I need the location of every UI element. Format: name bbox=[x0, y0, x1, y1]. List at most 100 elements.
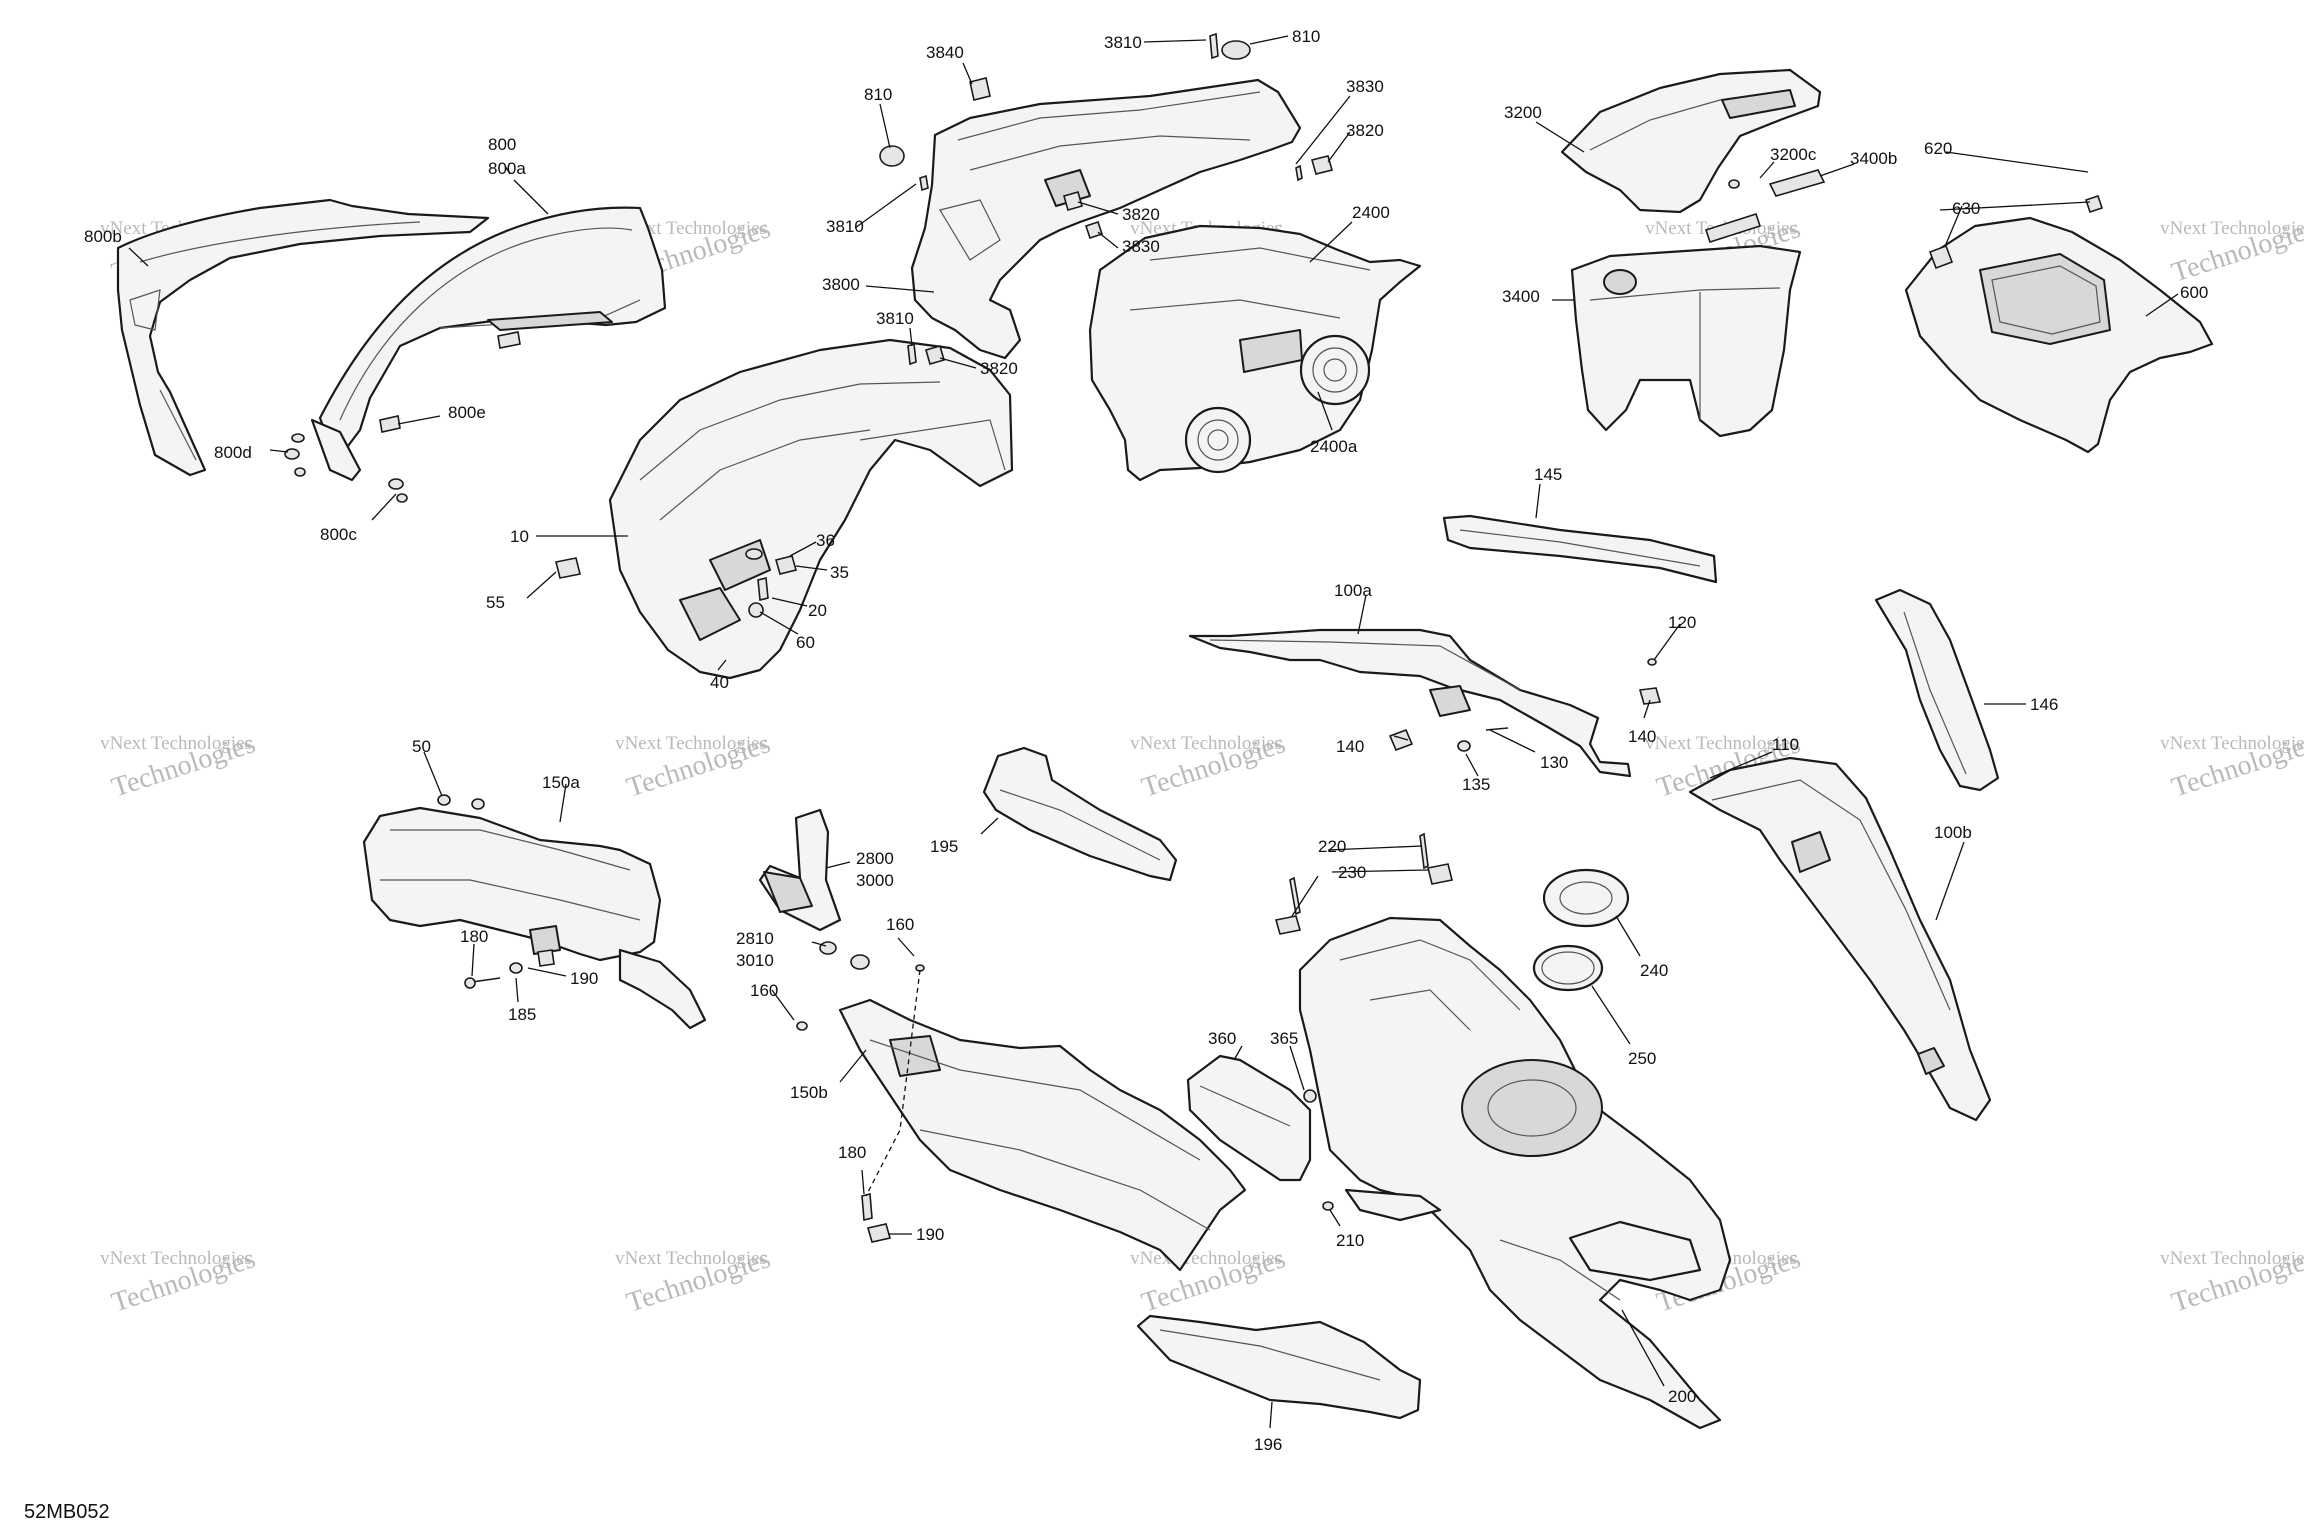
part-145-trim-strip bbox=[1442, 514, 1718, 584]
callout-55: 55 bbox=[486, 593, 505, 612]
callout-3200: 3200 bbox=[1504, 103, 1542, 122]
callout-140a: 140 bbox=[1336, 737, 1364, 756]
callout-100b: 100b bbox=[1934, 823, 1972, 842]
callout-180a: 180 bbox=[460, 927, 488, 946]
callout-40: 40 bbox=[710, 673, 729, 692]
part-196-lower-trim bbox=[1136, 1314, 1422, 1420]
callout-2800: 2800 bbox=[856, 849, 894, 868]
callout-200: 200 bbox=[1668, 1387, 1696, 1406]
callout-35: 35 bbox=[830, 563, 849, 582]
callout-3810b: 3810 bbox=[826, 217, 864, 236]
callout-100a: 100a bbox=[1334, 581, 1372, 600]
callout-140b: 140 bbox=[1628, 727, 1656, 746]
part-800e-clip bbox=[379, 331, 521, 433]
callout-800d: 800d bbox=[214, 443, 252, 462]
callout-labels: 3810 810 3840 810 3830 3820 3810 3820 38… bbox=[84, 27, 2208, 1454]
callout-10: 10 bbox=[510, 527, 529, 546]
diagram-code: 52MB052 bbox=[24, 1501, 110, 1523]
part-250-seal bbox=[1532, 944, 1604, 992]
part-800b-deflector bbox=[116, 198, 490, 477]
callout-145: 145 bbox=[1534, 465, 1562, 484]
callout-190a: 190 bbox=[570, 969, 598, 988]
callout-195: 195 bbox=[930, 837, 958, 856]
part-240-fuel-ring bbox=[1542, 868, 1630, 928]
part-150b-hardware bbox=[861, 1192, 892, 1243]
watermark-line1: vNext Technologies bbox=[2160, 733, 2304, 754]
callout-3810a: 3810 bbox=[1104, 33, 1142, 52]
callout-50: 50 bbox=[412, 737, 431, 756]
callout-185: 185 bbox=[508, 1005, 536, 1024]
callout-800b: 800b bbox=[84, 227, 122, 246]
part-150a-side-panel bbox=[362, 806, 707, 1030]
callout-810b: 810 bbox=[864, 85, 892, 104]
callout-60: 60 bbox=[796, 633, 815, 652]
callout-3820c: 3820 bbox=[980, 359, 1018, 378]
callout-196: 196 bbox=[1254, 1435, 1282, 1454]
callout-620: 620 bbox=[1924, 139, 1952, 158]
callout-130: 130 bbox=[1540, 753, 1568, 772]
watermark-line1: vNext Technologies bbox=[1130, 733, 1282, 754]
watermark-line1: vNext Technologies bbox=[100, 733, 252, 754]
callout-150b: 150b bbox=[790, 1083, 828, 1102]
watermark-line1: vNext Technologies bbox=[2160, 218, 2304, 239]
callout-2810: 2810 bbox=[736, 929, 774, 948]
part-150a-hardware bbox=[437, 794, 555, 989]
part-3800-upper-bracket bbox=[910, 78, 1302, 360]
callout-20: 20 bbox=[808, 601, 827, 620]
part-3400-storage-bin bbox=[1570, 244, 1802, 438]
callout-800a: 800a bbox=[488, 159, 526, 178]
callout-3200c: 3200c bbox=[1770, 145, 1817, 164]
callout-120: 120 bbox=[1668, 613, 1696, 632]
callout-220: 220 bbox=[1318, 837, 1346, 856]
watermark-line1: vNext Technologies bbox=[615, 1248, 767, 1269]
part-100b-side-rail bbox=[1688, 756, 1992, 1122]
callout-146: 146 bbox=[2030, 695, 2058, 714]
callout-160b: 160 bbox=[750, 981, 778, 1000]
part-3400b-pad bbox=[1704, 169, 1826, 244]
callout-810a: 810 bbox=[1292, 27, 1320, 46]
watermark-line1: vNext Technologies bbox=[615, 218, 767, 239]
callout-3840: 3840 bbox=[926, 43, 964, 62]
callout-230: 230 bbox=[1338, 863, 1366, 882]
part-100a-side-rail bbox=[1188, 628, 1632, 778]
part-220-230-hardware bbox=[1274, 832, 1453, 935]
part-600-gauge-bezel bbox=[1904, 194, 2214, 454]
callout-250: 250 bbox=[1628, 1049, 1656, 1068]
callout-36: 36 bbox=[816, 531, 835, 550]
part-10-front-cowl bbox=[608, 338, 1014, 680]
callout-210: 210 bbox=[1336, 1231, 1364, 1250]
callout-365: 365 bbox=[1270, 1029, 1298, 1048]
callout-630: 630 bbox=[1952, 199, 1980, 218]
callout-135: 135 bbox=[1462, 775, 1490, 794]
watermark-line1: vNext Technologies bbox=[100, 1248, 252, 1269]
callout-3820a: 3820 bbox=[1346, 121, 1384, 140]
callout-160a: 160 bbox=[886, 915, 914, 934]
part-195-trim bbox=[982, 746, 1178, 882]
callout-110: 110 bbox=[1772, 735, 1799, 754]
callout-800e: 800e bbox=[448, 403, 486, 422]
callout-2400: 2400 bbox=[1352, 203, 1390, 222]
part-146-side-wedge bbox=[1874, 588, 2000, 792]
callout-800: 800 bbox=[488, 135, 516, 154]
part-2400-headlight bbox=[1088, 224, 1422, 482]
part-200-tank-cover bbox=[1298, 916, 1732, 1430]
part-150b-side-panel bbox=[838, 998, 1247, 1272]
watermark-line1: vNext Technologies bbox=[2160, 1248, 2304, 1269]
callout-3820b: 3820 bbox=[1122, 205, 1160, 224]
callout-600: 600 bbox=[2180, 283, 2208, 302]
callout-3830b: 3830 bbox=[1122, 237, 1160, 256]
callout-800c: 800c bbox=[320, 525, 357, 544]
callout-150a: 150a bbox=[542, 773, 580, 792]
callout-180b: 180 bbox=[838, 1143, 866, 1162]
part-100a-hardware bbox=[1388, 658, 1662, 752]
part-10-hardware bbox=[555, 548, 797, 618]
callout-360: 360 bbox=[1208, 1029, 1236, 1048]
part-2800-footrest bbox=[758, 808, 925, 1031]
callout-190b: 190 bbox=[916, 1225, 944, 1244]
callout-3010: 3010 bbox=[736, 951, 774, 970]
callout-240: 240 bbox=[1640, 961, 1668, 980]
callout-3400b: 3400b bbox=[1850, 149, 1897, 168]
leader-lines bbox=[128, 35, 2179, 1429]
callout-3800: 3800 bbox=[822, 275, 860, 294]
